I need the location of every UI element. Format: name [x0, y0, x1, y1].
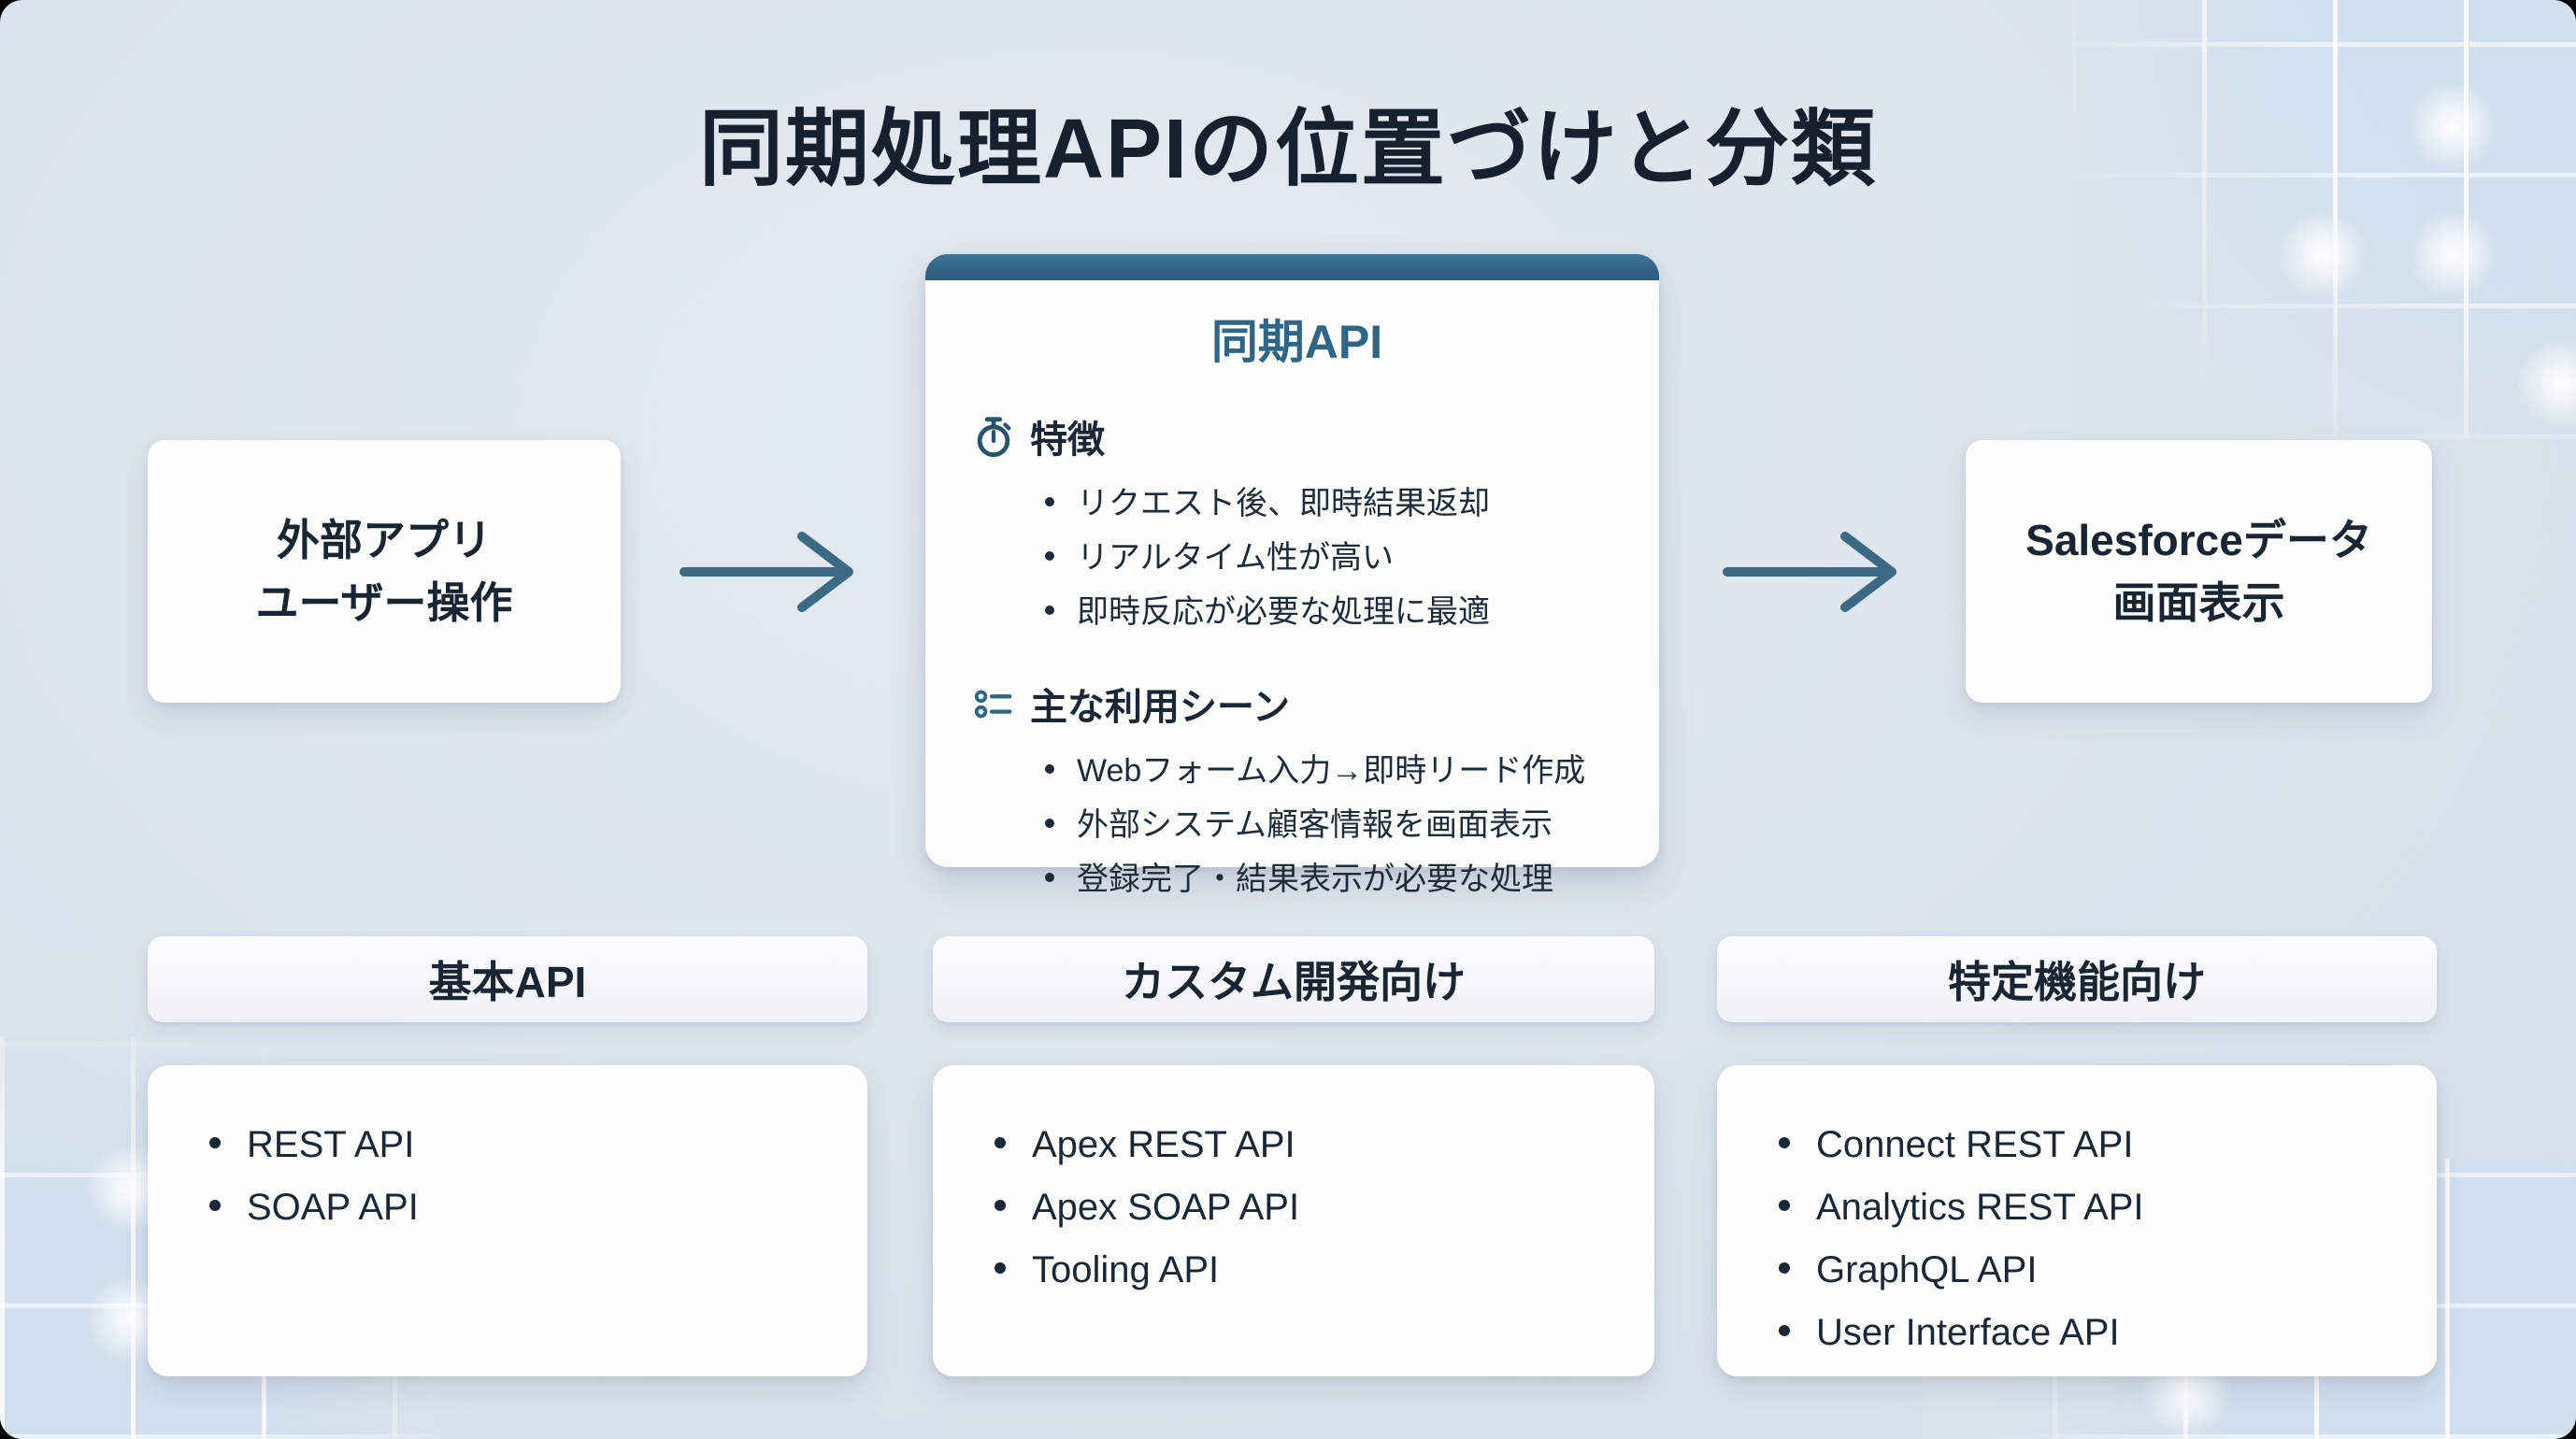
list-item: Tooling API	[995, 1239, 1617, 1302]
bullet-dot	[1779, 1137, 1790, 1148]
bullet-dot	[209, 1200, 221, 1211]
grid-decoration-top-right	[2071, 0, 2576, 439]
list-item: Apex SOAP API	[995, 1176, 1617, 1239]
bullet-dot	[1045, 819, 1054, 828]
list-item-text: Connect REST API	[1816, 1124, 2134, 1165]
list-item-text: Webフォーム入力→即時リード作成	[1077, 753, 1586, 789]
bullet-dot	[1779, 1200, 1790, 1211]
bullet-dot	[995, 1200, 1006, 1211]
flow-node-label-line: Salesforceデータ	[2025, 515, 2372, 564]
page-title: 同期処理APIの位置づけと分類	[698, 103, 1878, 196]
category-header-basic-api: 基本API	[148, 936, 867, 1022]
bullet-dot	[1779, 1325, 1790, 1336]
sync-api-card-title: 同期API	[1210, 316, 1383, 368]
grid-glow	[2401, 203, 2504, 306]
list-item: リアルタイム性が高い	[1045, 531, 1622, 585]
list-item: Analytics REST API	[1779, 1176, 2399, 1239]
bullet-dot	[995, 1137, 1006, 1148]
list-item-text: Analytics REST API	[1816, 1187, 2144, 1228]
use-cases-list: Webフォーム入力→即時リード作成 外部システム顧客情報を画面表示 登録完了・結…	[1045, 744, 1622, 906]
bullet-dot	[209, 1137, 221, 1148]
api-list: Apex REST API Apex SOAP API Tooling API	[995, 1114, 1617, 1302]
api-list: Connect REST API Analytics REST API Grap…	[1779, 1114, 2399, 1364]
bullet-dot	[1045, 764, 1054, 774]
stopwatch-icon	[972, 415, 1015, 458]
bullet-dot	[1779, 1262, 1790, 1274]
category-card-specific-features: Connect REST API Analytics REST API Grap…	[1717, 1065, 2437, 1376]
features-list: リクエスト後、即時結果返却 リアルタイム性が高い 即時反応が必要な処理に最適	[1045, 477, 1622, 639]
flow-node-label-line: 外部アプリ	[277, 515, 492, 564]
list-item: Apex REST API	[995, 1114, 1617, 1176]
grid-glow	[2271, 203, 2374, 306]
list-item: 外部システム顧客情報を画面表示	[1045, 798, 1622, 852]
list-item-text: Apex SOAP API	[1032, 1187, 1300, 1228]
list-item: リクエスト後、即時結果返却	[1045, 477, 1622, 531]
bullet-dot	[1045, 551, 1054, 561]
list-item-text: GraphQL API	[1816, 1249, 2038, 1290]
use-cases-heading: 主な利用シーン	[1030, 687, 1290, 728]
list-item: SOAP API	[209, 1176, 830, 1239]
bullet-dot	[1045, 606, 1054, 615]
flow-node-external-app: 外部アプリ ユーザー操作	[148, 440, 621, 703]
features-section: 特徴 リクエスト後、即時結果返却 リアルタイム性が高い 即時反応が必要な処理に最…	[972, 409, 1622, 639]
list-item: GraphQL API	[1779, 1239, 2399, 1302]
category-card-custom-dev: Apex REST API Apex SOAP API Tooling API	[933, 1065, 1654, 1376]
bullet-dot	[1045, 873, 1054, 882]
sync-api-card: 同期API 特徴	[925, 254, 1659, 897]
list-item: REST API	[209, 1114, 830, 1176]
category-card-basic-api: REST API SOAP API	[148, 1065, 867, 1376]
api-list: REST API SOAP API	[209, 1114, 830, 1239]
category-header-specific-features: 特定機能向け	[1717, 936, 2437, 1022]
list-item-text: 即時反応が必要な処理に最適	[1077, 594, 1490, 630]
sync-api-card-body: 同期API 特徴	[972, 280, 1622, 897]
list-item: User Interface API	[1779, 1302, 2399, 1364]
arrow-right-icon	[1723, 532, 1896, 612]
flow-node-label-line: 画面表示	[2112, 577, 2285, 627]
flow-node-label-line: ユーザー操作	[255, 577, 513, 627]
list-item-text: Tooling API	[1032, 1249, 1220, 1290]
list-item-text: 登録完了・結果表示が必要な処理	[1077, 862, 1553, 897]
list-item: 登録完了・結果表示が必要な処理	[1045, 852, 1622, 906]
list-item: 即時反応が必要な処理に最適	[1045, 585, 1622, 639]
list-item-text: リアルタイム性が高い	[1077, 540, 1394, 576]
list-item: Webフォーム入力→即時リード作成	[1045, 744, 1622, 798]
list-item-text: REST API	[247, 1124, 415, 1165]
grid-glow	[2510, 332, 2576, 435]
list-item-text: User Interface API	[1816, 1312, 2120, 1353]
flow-node-salesforce-display: Salesforceデータ 画面表示	[1966, 440, 2432, 703]
arrow-right-icon	[680, 532, 853, 612]
category-header-custom-dev: カスタム開発向け	[933, 936, 1654, 1022]
use-cases-section: 主な利用シーン Webフォーム入力→即時リード作成 外部システム顧客情報を画面表…	[972, 677, 1622, 906]
features-heading: 特徴	[1030, 420, 1105, 461]
bullet-dot	[995, 1262, 1006, 1274]
list-item: Connect REST API	[1779, 1114, 2399, 1176]
sync-api-card-header-bar	[925, 254, 1659, 280]
list-item-text: リクエスト後、即時結果返却	[1077, 486, 1490, 521]
list-item-text: 外部システム顧客情報を画面表示	[1077, 807, 1553, 843]
list-item-text: Apex REST API	[1032, 1124, 1295, 1165]
list-item-text: SOAP API	[247, 1187, 419, 1228]
list-icon	[972, 682, 1015, 725]
bullet-dot	[1045, 497, 1054, 506]
